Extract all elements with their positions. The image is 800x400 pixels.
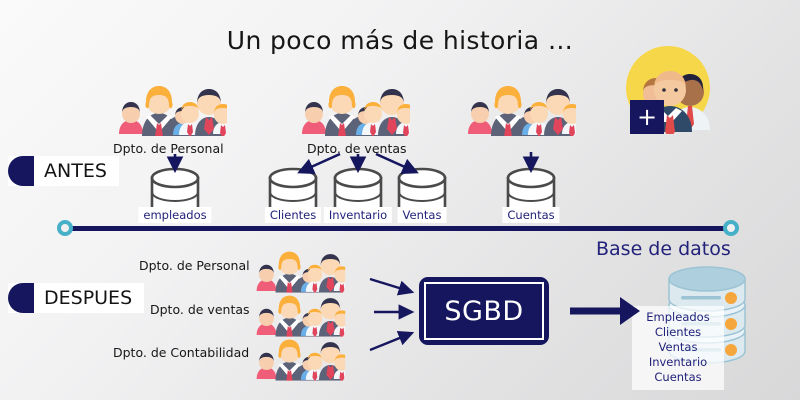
db-cylinder-cuentas: Cuentas <box>502 167 560 223</box>
people-group-cuentas <box>466 84 576 136</box>
db-table-item: Inventario <box>648 355 708 369</box>
section-label-antes: ANTES <box>44 160 107 182</box>
db-cylinder-clientes: Clientes <box>264 167 322 223</box>
badge-cap <box>8 156 34 186</box>
people-group-personal-despues <box>255 250 346 293</box>
people-group-ventas-despues <box>255 294 346 337</box>
section-badge-antes: ANTES <box>8 156 119 186</box>
dept-label-ventas-despues: Dpto. de ventas <box>150 302 250 317</box>
timeline-end-marker <box>723 220 739 236</box>
people-group-contabilidad-despues <box>255 338 346 381</box>
badge-cap <box>8 283 34 313</box>
people-group-personal <box>117 84 227 136</box>
add-person-button[interactable]: + <box>630 100 664 134</box>
timeline-axis <box>62 226 734 231</box>
section-badge-despues: DESPUES <box>8 283 145 313</box>
db-table-item: Empleados <box>646 310 710 324</box>
sgbd-inner-border: SGBD <box>424 282 544 340</box>
db-label-empleados: empleados <box>138 207 212 223</box>
dept-label-contabilidad-despues: Dpto. de Contabilidad <box>113 345 250 360</box>
db-cylinder-inventario: Inventario <box>323 167 393 223</box>
base-de-datos-title: Base de datos <box>596 238 731 260</box>
timeline-start-marker <box>57 220 73 236</box>
sgbd-box[interactable]: SGBD <box>419 277 549 345</box>
section-label-despues: DESPUES <box>44 287 133 309</box>
db-label-ventas: Ventas <box>397 207 447 223</box>
dept-label-personal-despues: Dpto. de Personal <box>139 258 250 273</box>
db-cylinder-ventas: Ventas <box>394 167 450 223</box>
arrow-personal-to-sgbd <box>369 277 415 296</box>
db-label-cuentas: Cuentas <box>502 207 560 223</box>
plus-icon: + <box>636 103 658 131</box>
sgbd-label: SGBD <box>444 295 524 327</box>
people-group-ventas <box>300 84 410 136</box>
dept-label-personal-antes: Dpto. de Personal <box>113 141 224 156</box>
page-title: Un poco más de historia … <box>226 26 574 55</box>
db-label-clientes: Clientes <box>264 207 322 223</box>
db-label-inventario: Inventario <box>323 207 393 223</box>
db-table-item: Clientes <box>654 325 702 339</box>
database-table-list: Empleados Clientes Ventas Inventario Cue… <box>632 306 724 390</box>
db-cylinder-empleados: empleados <box>138 167 212 223</box>
db-table-item: Ventas <box>658 340 698 354</box>
dept-label-ventas-antes: Dpto. de ventas <box>307 141 407 156</box>
db-table-item: Cuentas <box>654 370 702 384</box>
arrow-contabilidad-to-sgbd <box>369 330 415 352</box>
